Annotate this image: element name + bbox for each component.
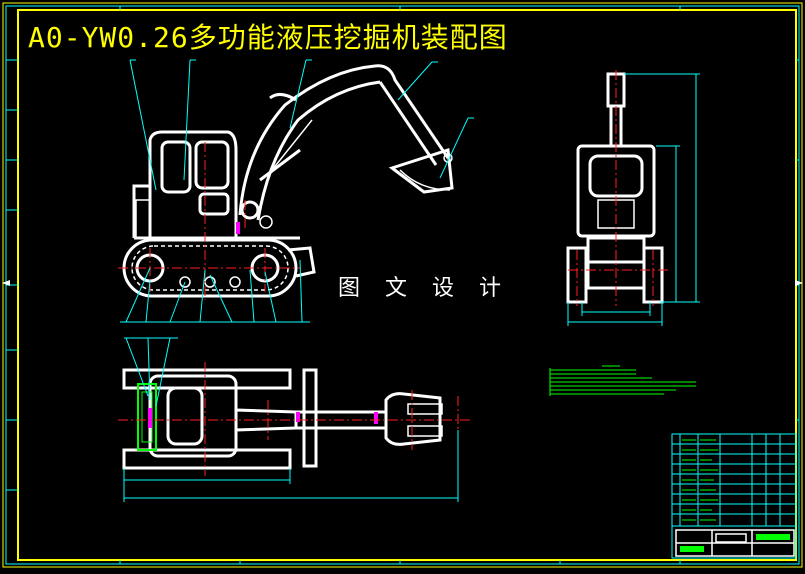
watermark-text: 图 文 设 计 xyxy=(338,276,510,301)
side-hydraulic-fitting xyxy=(236,222,240,234)
top-center-lines xyxy=(118,362,470,476)
front-center-lines xyxy=(568,70,668,306)
top-view xyxy=(118,337,470,502)
boom-arm-assembly xyxy=(238,64,454,229)
parts-list-table xyxy=(671,433,797,559)
side-leaders xyxy=(120,59,474,323)
front-view xyxy=(566,70,700,326)
cab xyxy=(132,130,300,240)
dozer-blade xyxy=(287,246,316,278)
drawing-title: A0-YW0.26多功能液压挖掘机装配图 xyxy=(28,21,508,54)
zone-ticks xyxy=(6,6,799,564)
front-dimensions xyxy=(567,73,700,326)
technical-notes xyxy=(549,365,696,396)
side-view xyxy=(118,59,474,323)
top-dimensions xyxy=(123,337,459,502)
